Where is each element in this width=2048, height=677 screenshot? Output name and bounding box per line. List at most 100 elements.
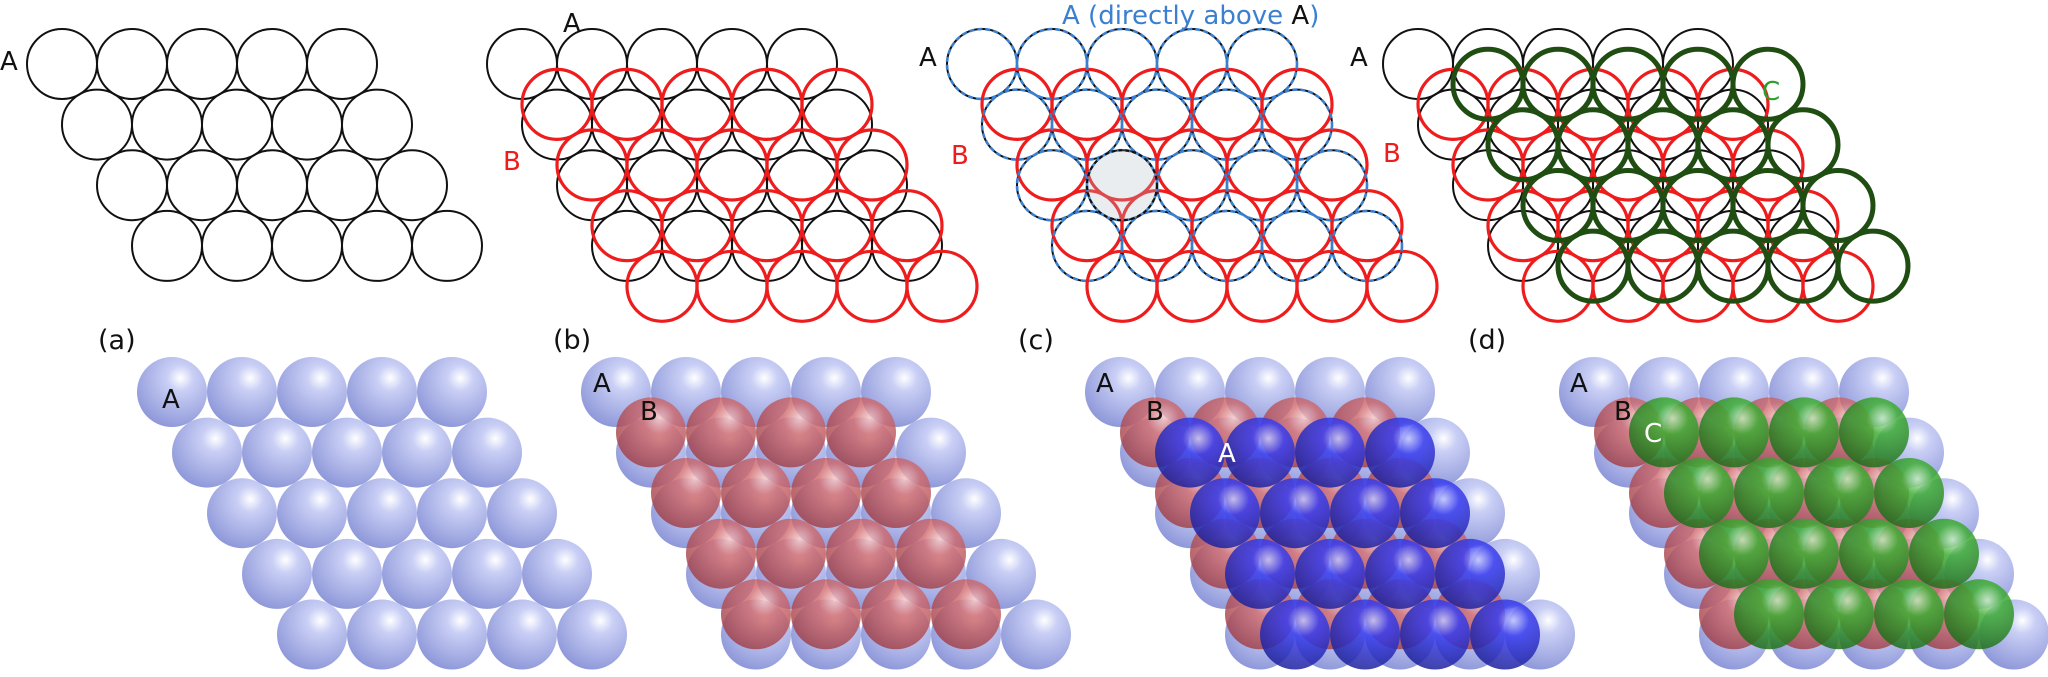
lattice-circle: [1627, 209, 1699, 282]
lattice-circle: [1365, 249, 1439, 323]
lattice-circle: [871, 209, 943, 282]
sphere: [651, 458, 721, 528]
sphere: [861, 579, 931, 650]
panel-c-spheres-layer-a-top: [1155, 417, 1540, 670]
lattice-circle: [1765, 107, 1841, 183]
sphere-label-b-layer-a: A: [593, 369, 611, 399]
lattice-circle: [801, 209, 873, 282]
lattice-circle: [96, 149, 168, 222]
lattice-circle: [1015, 148, 1089, 222]
lattice-circle: [1662, 28, 1734, 100]
outline-label-b-layer-a: A: [563, 9, 581, 39]
lattice-circle: [1487, 209, 1559, 282]
lattice-circle: [1801, 249, 1875, 323]
lattice-circle: [306, 149, 378, 222]
panel-a-spheres-layer-a: [137, 357, 627, 670]
lattice-circle: [836, 149, 908, 222]
sphere: [1400, 478, 1470, 549]
sphere: [756, 397, 826, 468]
outline-label-b-layer-b: B: [503, 147, 521, 177]
outline-label-d-layer-c: C: [1762, 77, 1780, 107]
sphere: [1804, 458, 1874, 528]
outline-label-c-layer-a: A: [919, 43, 937, 73]
lattice-circle: [590, 67, 664, 142]
sphere: [791, 458, 861, 528]
sphere-label-c-top-layer: A: [1218, 439, 1236, 469]
sphere: [1664, 458, 1734, 528]
lattice-circle: [1487, 88, 1559, 161]
lattice-circle: [1592, 149, 1664, 222]
sphere: [931, 579, 1001, 650]
lattice-circle: [26, 28, 98, 100]
lattice-circle: [236, 149, 308, 222]
sphere-diagrams: [137, 357, 2048, 670]
panel-d-layer-c: [1450, 46, 1911, 304]
panel-d-spheres-layer-c: [1629, 397, 2014, 650]
sphere: [347, 599, 417, 670]
sphere: [1260, 599, 1330, 670]
outline-label-d-layer-b: B: [1383, 139, 1401, 169]
sphere: [1225, 538, 1295, 609]
lattice-circle: [520, 67, 594, 142]
lattice-circle: [306, 28, 378, 100]
sphere: [1874, 579, 1944, 650]
sphere-labels: A A B A B A A B C: [162, 369, 1662, 469]
sphere: [242, 538, 312, 609]
outline-label-c-top-layer: A (directly above A): [1062, 1, 1319, 31]
lattice-circle: [521, 88, 593, 161]
sphere: [207, 357, 277, 427]
sphere: [1874, 458, 1944, 528]
sphere: [896, 518, 966, 589]
sphere: [616, 397, 686, 468]
lattice-circle: [201, 88, 273, 161]
sphere: [826, 397, 896, 468]
lattice-circle: [236, 28, 308, 100]
sphere: [1734, 458, 1804, 528]
lattice-circle: [271, 88, 343, 161]
lattice-circle: [166, 28, 238, 100]
lattice-circle: [1730, 46, 1806, 122]
lattice-circle: [1295, 148, 1369, 222]
sphere: [1365, 538, 1435, 609]
lattice-circle: [341, 88, 413, 161]
sphere: [172, 417, 242, 488]
lattice-circle: [765, 249, 839, 323]
sphere: [1330, 599, 1400, 670]
lattice-circle: [590, 189, 664, 263]
sphere: [826, 518, 896, 589]
top-layer-label-close: ): [1309, 1, 1319, 31]
outline-label-a-layer-a: A: [0, 47, 18, 77]
sphere-label-d-layer-c: C: [1644, 419, 1662, 449]
sphere: [557, 599, 627, 670]
lattice-circle: [271, 209, 343, 282]
lattice-circle: [1120, 209, 1194, 283]
lattice-circle: [1260, 88, 1334, 161]
sphere: [1330, 478, 1400, 549]
sphere: [382, 538, 452, 609]
lattice-circle: [1015, 27, 1089, 101]
lattice-circle: [201, 209, 273, 282]
sphere: [861, 458, 931, 528]
sphere: [1470, 599, 1540, 670]
sphere: [1260, 478, 1330, 549]
sphere: [1804, 579, 1874, 650]
lattice-circle: [1697, 209, 1769, 282]
lattice-circle: [626, 149, 698, 222]
sphere: [1839, 518, 1909, 589]
lattice-circle: [980, 88, 1054, 161]
highlighted-site: [1085, 149, 1159, 222]
sphere: [1190, 478, 1260, 549]
lattice-circle: [486, 28, 558, 100]
lattice-circle: [661, 209, 733, 282]
panel-caption-a: (a): [98, 325, 136, 356]
lattice-circle: [660, 189, 734, 263]
lattice-circle: [835, 249, 909, 323]
lattice-circle: [131, 209, 203, 282]
lattice-circle: [96, 28, 168, 100]
lattice-circle: [835, 128, 909, 202]
panel-b-layer-a: [486, 28, 943, 282]
sphere-label-d-layer-b: B: [1614, 397, 1632, 427]
sphere-label-c-layer-a: A: [1096, 369, 1114, 399]
lattice-circle: [730, 189, 804, 263]
lattice-circle: [1260, 67, 1334, 142]
